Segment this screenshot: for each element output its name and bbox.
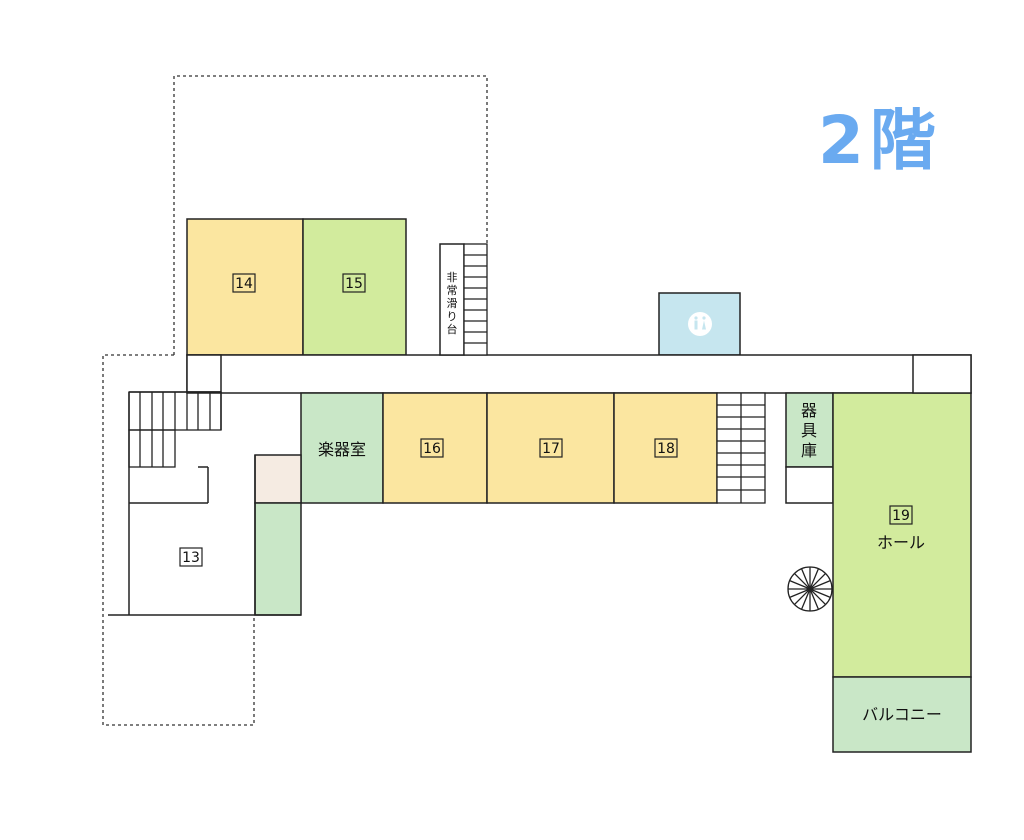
- room-17-number-box: [539, 438, 563, 458]
- room-17-label: 17: [542, 441, 560, 457]
- east-staircase: [716, 392, 766, 504]
- outdoor-dashed-area: [102, 75, 488, 726]
- main-corridor: [186, 354, 972, 394]
- room-18-label: 18: [657, 441, 675, 457]
- escape-slide-label-4: り: [447, 310, 458, 323]
- room-18-number-box: [654, 438, 678, 458]
- equipment-room-label-3: 庫: [801, 441, 817, 460]
- hall-name-label: ホール: [877, 533, 925, 552]
- room-15-label: 15: [345, 276, 363, 292]
- room-15[interactable]: [302, 218, 407, 356]
- room-14[interactable]: [186, 218, 304, 356]
- room-14-label: 14: [235, 276, 253, 292]
- balcony-label: バルコニー: [862, 705, 942, 724]
- floor-title: 2階: [818, 102, 942, 179]
- escape-slide-label-2: 常: [447, 284, 458, 297]
- side-corridor: [254, 502, 302, 616]
- corner-box: [912, 354, 972, 394]
- room-13-number-box: [179, 547, 203, 567]
- music-room-label: 楽器室: [318, 440, 366, 459]
- equipment-room-label-2: 具: [801, 421, 817, 440]
- beige-box: [254, 454, 302, 504]
- equipment-room[interactable]: [785, 392, 834, 468]
- balcony[interactable]: [832, 676, 972, 753]
- room-16-label: 16: [423, 441, 441, 457]
- west-staircase: [128, 391, 222, 468]
- room-14-number-box: [232, 273, 256, 293]
- room-18[interactable]: [613, 392, 718, 504]
- room-15-number-box: [342, 273, 366, 293]
- spiral-staircase-icon: [787, 566, 833, 612]
- room-19-label: 19: [892, 508, 910, 524]
- escape-slide-label-3: 滑: [447, 297, 458, 310]
- equipment-room-lower: [785, 466, 834, 504]
- room-13-label: 13: [182, 550, 200, 566]
- escape-slide-label-1: 非: [447, 271, 458, 284]
- room-16-number-box: [420, 438, 444, 458]
- escape-slide-steps: [463, 243, 488, 356]
- room-19-number-box: [889, 505, 913, 525]
- hall-19[interactable]: [832, 392, 972, 678]
- restroom-icon: [688, 312, 712, 336]
- equipment-room-label-1: 器: [801, 401, 817, 420]
- escape-slide-label-5: 台: [447, 322, 458, 336]
